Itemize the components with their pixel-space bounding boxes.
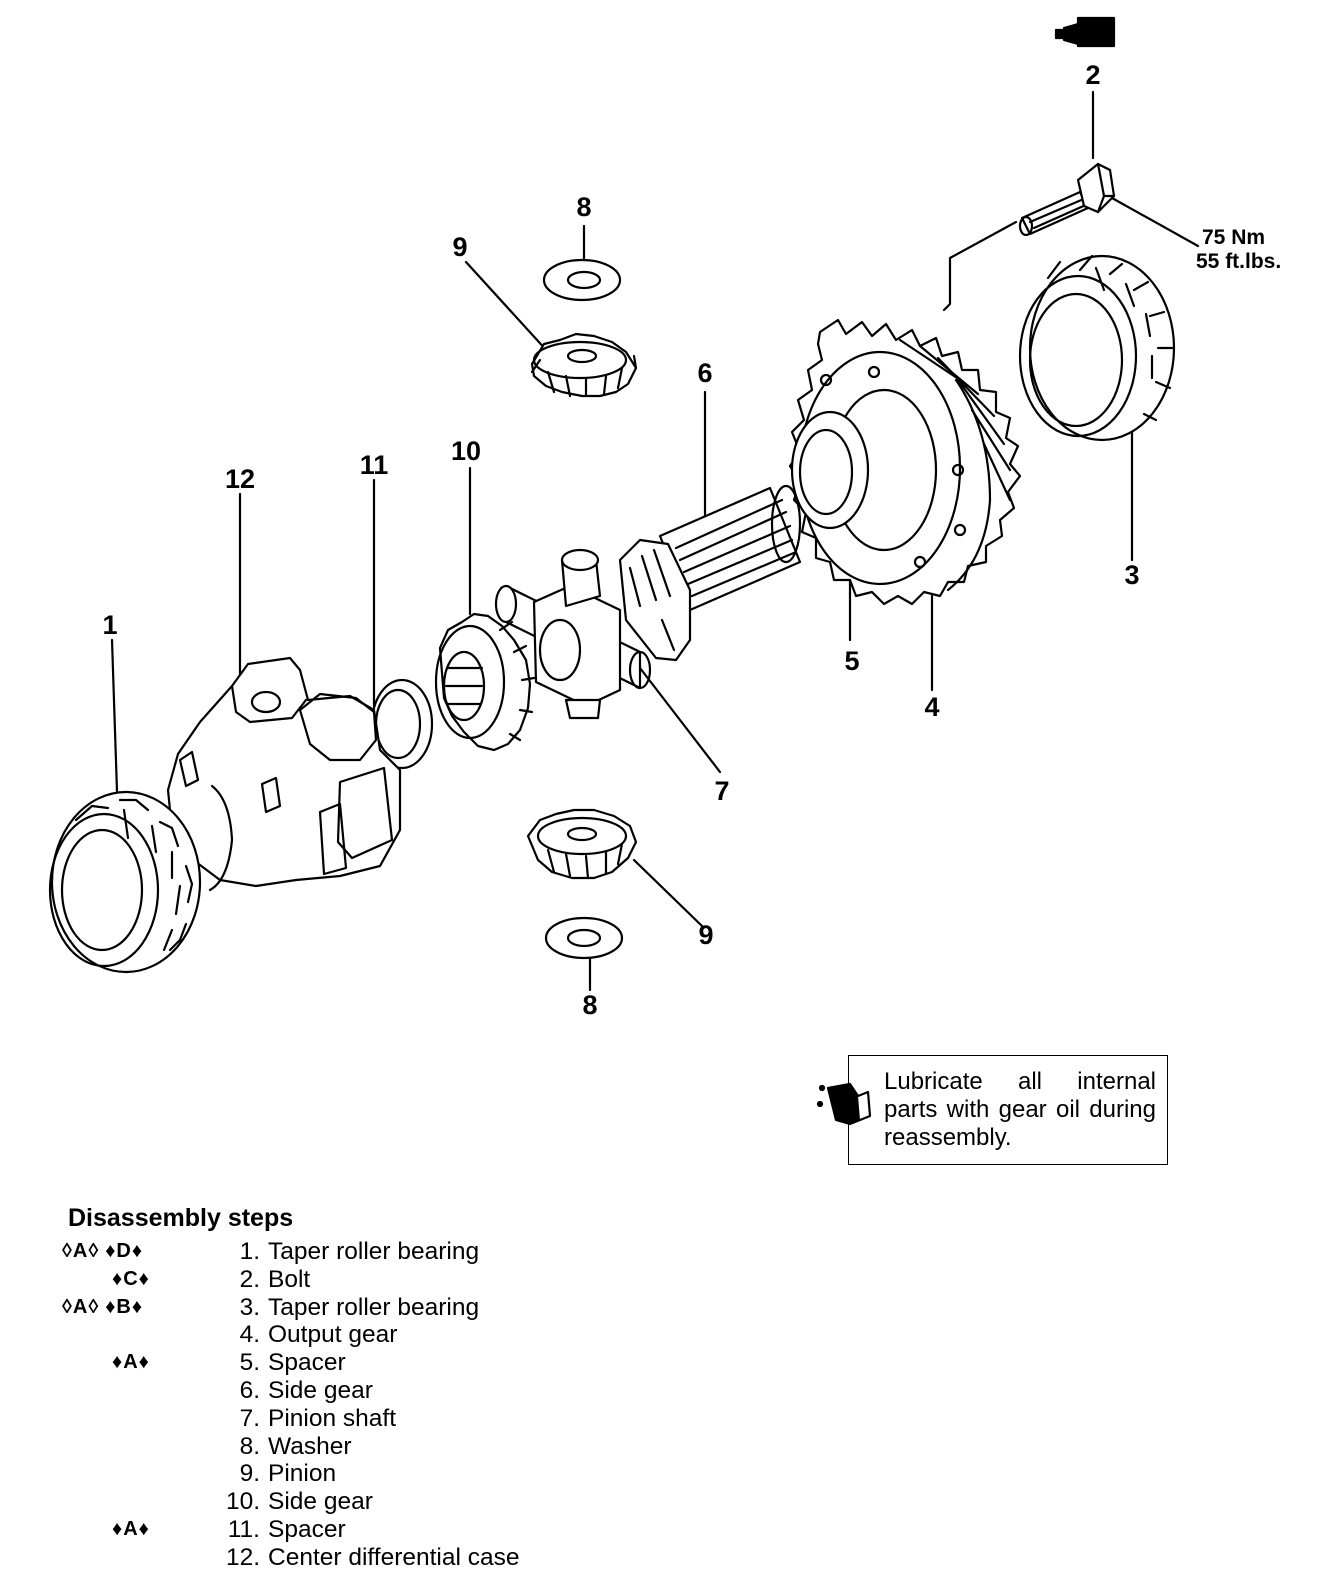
step-mark: ♦A♦ (112, 1517, 150, 1540)
step-row: 12. Center differential case (62, 1544, 682, 1572)
callout-2: 2 (1085, 60, 1100, 90)
step-row: 10. Side gear (62, 1488, 682, 1516)
step-marks: ♦A♦ (62, 1516, 172, 1544)
step-number: 1. (239, 1238, 260, 1265)
step-row: ♦C♦ 2. Bolt (62, 1266, 682, 1294)
callout-4: 4 (924, 692, 939, 722)
step-mark: ♦C♦ (112, 1267, 150, 1290)
callout-7: 7 (714, 776, 729, 806)
step-row: 9. Pinion (62, 1460, 682, 1488)
bearing-right (1018, 254, 1176, 442)
leader-9-bottom (632, 858, 704, 928)
step-name: Pinion (268, 1460, 337, 1488)
step-number: 11. (227, 1515, 260, 1543)
oil-can-icon (816, 1082, 872, 1126)
washer-bottom (544, 916, 624, 960)
step-number: 10. (225, 1488, 260, 1516)
callout-6: 6 (697, 358, 712, 388)
bolt-part (1018, 162, 1116, 237)
disassembly-steps-title: Disassembly steps (68, 1204, 294, 1232)
callout-5: 5 (844, 646, 859, 676)
step-mark: ◊A◊ (62, 1295, 100, 1318)
step-marks: ♦A♦ (62, 1349, 172, 1377)
step-number: 3. (239, 1293, 260, 1321)
bearing-left (48, 790, 202, 974)
lubrication-note-text: Lubricate all internal parts with gear o… (884, 1068, 1156, 1151)
callout-8-top: 8 (576, 192, 591, 222)
step-row: ◊A◊♦D♦ 1. Taper roller bearing (62, 1238, 682, 1266)
step-row: ♦A♦ 11. Spacer (62, 1516, 682, 1544)
step-row: ◊A◊♦B♦ 3. Taper roller bearing (62, 1294, 682, 1322)
step-name: Center differential case (268, 1543, 520, 1571)
step-name: Output gear (268, 1321, 398, 1349)
step-number: 9. (239, 1460, 260, 1488)
step-row: ♦A♦ 5. Spacer (62, 1349, 682, 1377)
side-gear-6 (618, 484, 802, 662)
step-mark: ♦B♦ (105, 1295, 144, 1318)
step-name: Pinion shaft (268, 1404, 397, 1432)
callout-12: 12 (225, 464, 255, 494)
step-name: Taper roller bearing (268, 1238, 480, 1265)
leader-torque (1110, 196, 1200, 248)
pinion-shaft (494, 548, 652, 720)
torque-nm: 75 Nm (1202, 226, 1265, 249)
sealant-tube-icon (1054, 16, 1116, 48)
step-mark: ◊A◊ (62, 1240, 100, 1262)
callout-1: 1 (102, 610, 117, 640)
callout-8-bottom: 8 (582, 990, 597, 1020)
step-marks: ◊A◊♦D♦ (62, 1238, 172, 1266)
step-name: Washer (268, 1432, 352, 1460)
callout-3: 3 (1124, 560, 1139, 590)
step-number: 5. (239, 1349, 260, 1377)
step-marks: ♦C♦ (62, 1266, 172, 1294)
step-name: Side gear (268, 1488, 373, 1516)
lubrication-note-box (848, 1055, 1168, 1165)
step-number: 4. (239, 1321, 260, 1349)
disassembly-steps-list: ◊A◊♦D♦ 1. Taper roller bearing ♦C♦ 2. Bo… (62, 1238, 682, 1572)
step-row: 7. Pinion shaft (62, 1405, 682, 1433)
step-number: 8. (239, 1432, 260, 1460)
leader-9-top (464, 260, 550, 354)
torque-ftlbs: 55 ft.lbs. (1196, 250, 1281, 273)
pinion-top (530, 332, 638, 398)
step-name: Spacer (268, 1515, 346, 1543)
step-number: 2. (239, 1265, 260, 1293)
step-name: Bolt (268, 1265, 311, 1293)
callout-9-bottom: 9 (698, 920, 713, 950)
callout-11: 11 (360, 450, 389, 480)
step-number: 6. (239, 1376, 260, 1404)
step-row: 6. Side gear (62, 1377, 682, 1405)
side-gear-10 (434, 612, 536, 752)
spacer-5 (790, 410, 870, 530)
step-name: Side gear (268, 1376, 373, 1404)
differential-case (166, 656, 402, 892)
step-name: Spacer (268, 1349, 346, 1377)
output-gear (788, 318, 1022, 606)
callout-10: 10 (451, 436, 481, 466)
step-number: 7. (239, 1404, 260, 1432)
step-row: 8. Washer (62, 1433, 682, 1461)
step-number: 12. (225, 1543, 260, 1571)
step-marks: ◊A◊♦B♦ (62, 1294, 172, 1322)
step-name: Taper roller bearing (268, 1293, 480, 1321)
step-row: 4. Output gear (62, 1321, 682, 1349)
step-mark: ♦A♦ (112, 1351, 150, 1374)
leader-7 (638, 666, 722, 774)
leader-bolt-to-gear (942, 220, 1018, 312)
step-mark: ♦D♦ (105, 1240, 144, 1262)
callout-9-top: 9 (452, 232, 467, 262)
pinion-bottom (526, 808, 638, 880)
washer-top (542, 258, 622, 302)
